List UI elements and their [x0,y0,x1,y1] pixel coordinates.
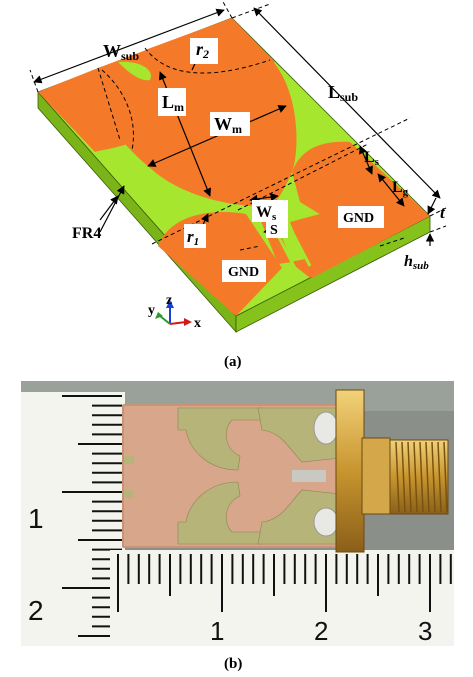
ruler-bottom [110,550,454,646]
label-fr4: FR4 [72,225,101,242]
label-r1: r1 [187,227,199,248]
axis-z-label: z [166,293,172,308]
label-gnd-left: GND [228,265,259,280]
label-w-s: Ws [256,204,277,223]
label-l-sub: Lsub [328,82,358,104]
label-r2: r2 [196,39,209,61]
fr4-pointer [99,185,125,233]
ruler-bottom-label-3: 3 [418,616,432,646]
ruler-bottom-ticks [117,554,452,612]
axis-y-label: y [148,303,155,318]
label-w-sub: Wsub [103,41,139,63]
caption-b: (b) [224,656,242,672]
caption-a: (a) [224,354,242,370]
axes-triad: y z x [148,293,201,331]
panel-b-photo: 1 2 1 2 3 [21,381,454,646]
label-l-m: Lm [162,92,184,114]
ruler-bottom-label-1: 1 [210,616,224,646]
sma-connector [335,389,449,553]
connector-thread [401,441,406,513]
label-gnd-right: GND [343,211,374,226]
label-boxes [158,38,384,282]
label-l-g: Lg [392,179,409,198]
axis-x-label: x [194,316,201,331]
label-l-s: Ls [364,149,380,168]
ruler-left-label-1: 1 [28,503,44,534]
connector-thread [431,441,436,513]
connector-thread [395,441,400,513]
label-w-m: Wm [214,114,242,136]
label-t: t [440,203,446,222]
pcb-board [122,404,342,548]
corner-patch-left [38,68,138,152]
label-s: S [270,223,278,238]
label-h-sub: hsub [404,253,429,272]
gnd-right-block [290,200,430,278]
connector-thread [425,441,430,513]
connector-thread [419,441,424,513]
ruler-bottom-label-2: 2 [314,616,328,646]
slot-right [284,219,312,267]
ruler-left-label-2: 2 [28,595,44,626]
connector-thread [413,441,418,513]
connector-thread [407,441,412,513]
connector-thread [437,441,442,513]
connector-thread [443,441,448,513]
panel-a-diagram: Wsub r2 Lsub Lm Wm Ls Lg t FR4 Ws S r1 G… [29,0,447,370]
